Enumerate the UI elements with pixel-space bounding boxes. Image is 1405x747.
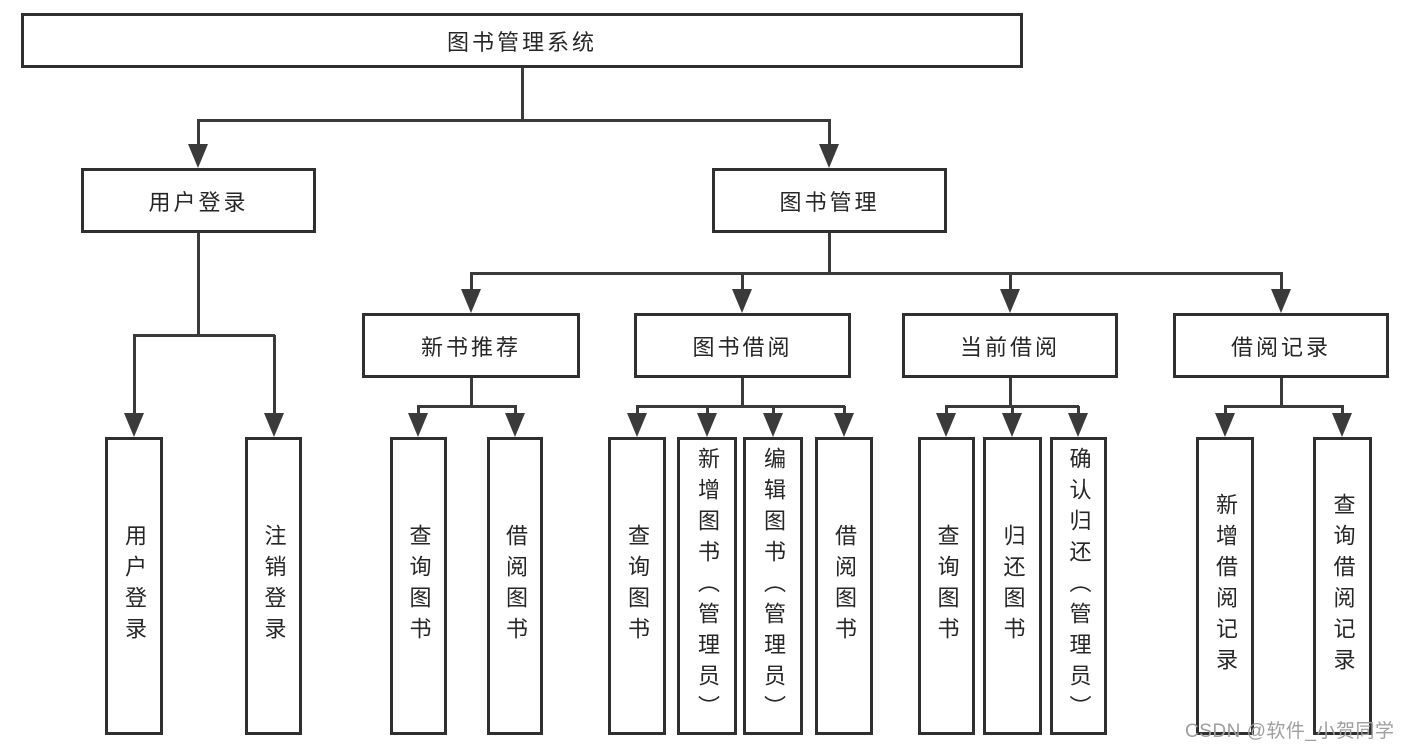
node-label: 当前借阅 [959,334,1060,360]
arrowhead-icon [1215,413,1235,437]
arrowhead-icon [732,289,752,313]
leaf-query-borrow-record: 查询借阅记录 [1313,437,1372,735]
connector-line [1077,406,1080,419]
arrowhead-icon [264,413,284,437]
arrowhead-icon [1068,413,1088,437]
connector-line [197,233,200,336]
node-label: 图书管理 [779,189,880,215]
leaf-query-books-recommend: 查询图书 [390,437,447,735]
node-user-login: 用户登录 [81,168,316,233]
arrowhead-icon [124,413,144,437]
node-new-book-recommendation: 新书推荐 [362,313,580,378]
node-label: 查询图书 [406,524,432,648]
leaf-logout: 注销登录 [245,437,302,735]
node-label: 图书借阅 [692,334,793,360]
leaf-confirm-return-admin: 确认归还（管理员） [1050,437,1107,735]
node-label: 注销登录 [261,524,287,648]
node-library-management-system: 图书管理系统 [21,13,1023,68]
connector-line [417,406,420,419]
leaf-borrow-books-borrowing: 借阅图书 [815,437,873,735]
node-label: 编辑图书（管理员） [761,446,786,726]
connector-line [1009,273,1012,295]
arrowhead-icon [188,144,208,168]
connector-line [514,406,517,419]
connector-line [417,405,517,408]
arrowhead-icon [505,413,525,437]
connector-line [1224,406,1227,419]
connector-line [470,272,1283,275]
connector-line [945,406,948,419]
connector-line [197,119,831,122]
leaf-user-login: 用户登录 [105,437,163,735]
node-label: 新增图书（管理员） [695,446,720,726]
node-label: 用户登录 [122,524,147,648]
leaf-borrow-books-recommend: 借阅图书 [487,437,543,735]
connector-line [470,378,473,407]
connector-line [636,405,845,408]
connector-line [828,120,831,150]
connector-line [843,406,846,419]
leaf-add-borrow-record: 新增借阅记录 [1196,437,1254,735]
node-label: 确认归还（管理员） [1066,446,1092,726]
node-label: 用户登录 [148,189,249,215]
connector-line [133,334,275,337]
node-label: 新增借阅记录 [1213,493,1238,679]
node-label: 查询图书 [934,524,960,648]
leaf-add-books-admin: 新增图书（管理员） [677,437,737,735]
node-label: 新书推荐 [420,334,521,360]
leaf-query-books-borrowing: 查询图书 [608,437,666,735]
connector-line [521,68,524,121]
node-book-borrowing: 图书借阅 [634,313,851,378]
arrowhead-icon [834,413,854,437]
connector-line [1224,405,1344,408]
arrowhead-icon [819,144,839,168]
arrowhead-icon [1000,289,1020,313]
connector-line [133,335,136,419]
node-label: 借阅图书 [503,524,528,648]
csdn-watermark: CSDN @软件_小贺同学 [1185,721,1395,742]
connector-line [1280,378,1283,407]
node-book-management: 图书管理 [712,168,947,233]
arrowhead-icon [408,413,428,437]
leaf-return-books: 归还图书 [983,437,1042,735]
node-label: 归还图书 [1000,524,1026,648]
arrowhead-icon [763,413,783,437]
connector-line [1011,406,1014,419]
node-label: 图书管理系统 [446,29,597,55]
connector-line [828,233,831,274]
arrowhead-icon [461,289,481,313]
connector-line [1341,406,1344,419]
node-label: 借阅图书 [832,524,857,648]
node-current-borrowing: 当前借阅 [902,313,1118,378]
connector-line [741,378,744,407]
connector-line [1280,273,1283,295]
connector-line [945,405,1079,408]
leaf-edit-books-admin: 编辑图书（管理员） [743,437,803,735]
node-label: 查询借阅记录 [1330,493,1356,679]
arrowhead-icon [697,413,717,437]
leaf-query-books-current: 查询图书 [918,437,975,735]
connector-line [706,406,709,419]
arrowhead-icon [936,413,956,437]
arrowhead-icon [627,413,647,437]
connector-line [636,406,639,419]
node-label: 借阅记录 [1230,334,1331,360]
connector-line [741,273,744,295]
connector-line [772,406,775,419]
node-borrowing-records: 借阅记录 [1173,313,1389,378]
node-label: 查询图书 [625,524,650,648]
connector-line [273,335,276,419]
connector-line [197,120,200,150]
arrowhead-icon [1271,289,1291,313]
arrowhead-icon [1002,413,1022,437]
arrowhead-icon [1332,413,1352,437]
connector-line [470,273,473,295]
connector-line [1009,378,1012,407]
